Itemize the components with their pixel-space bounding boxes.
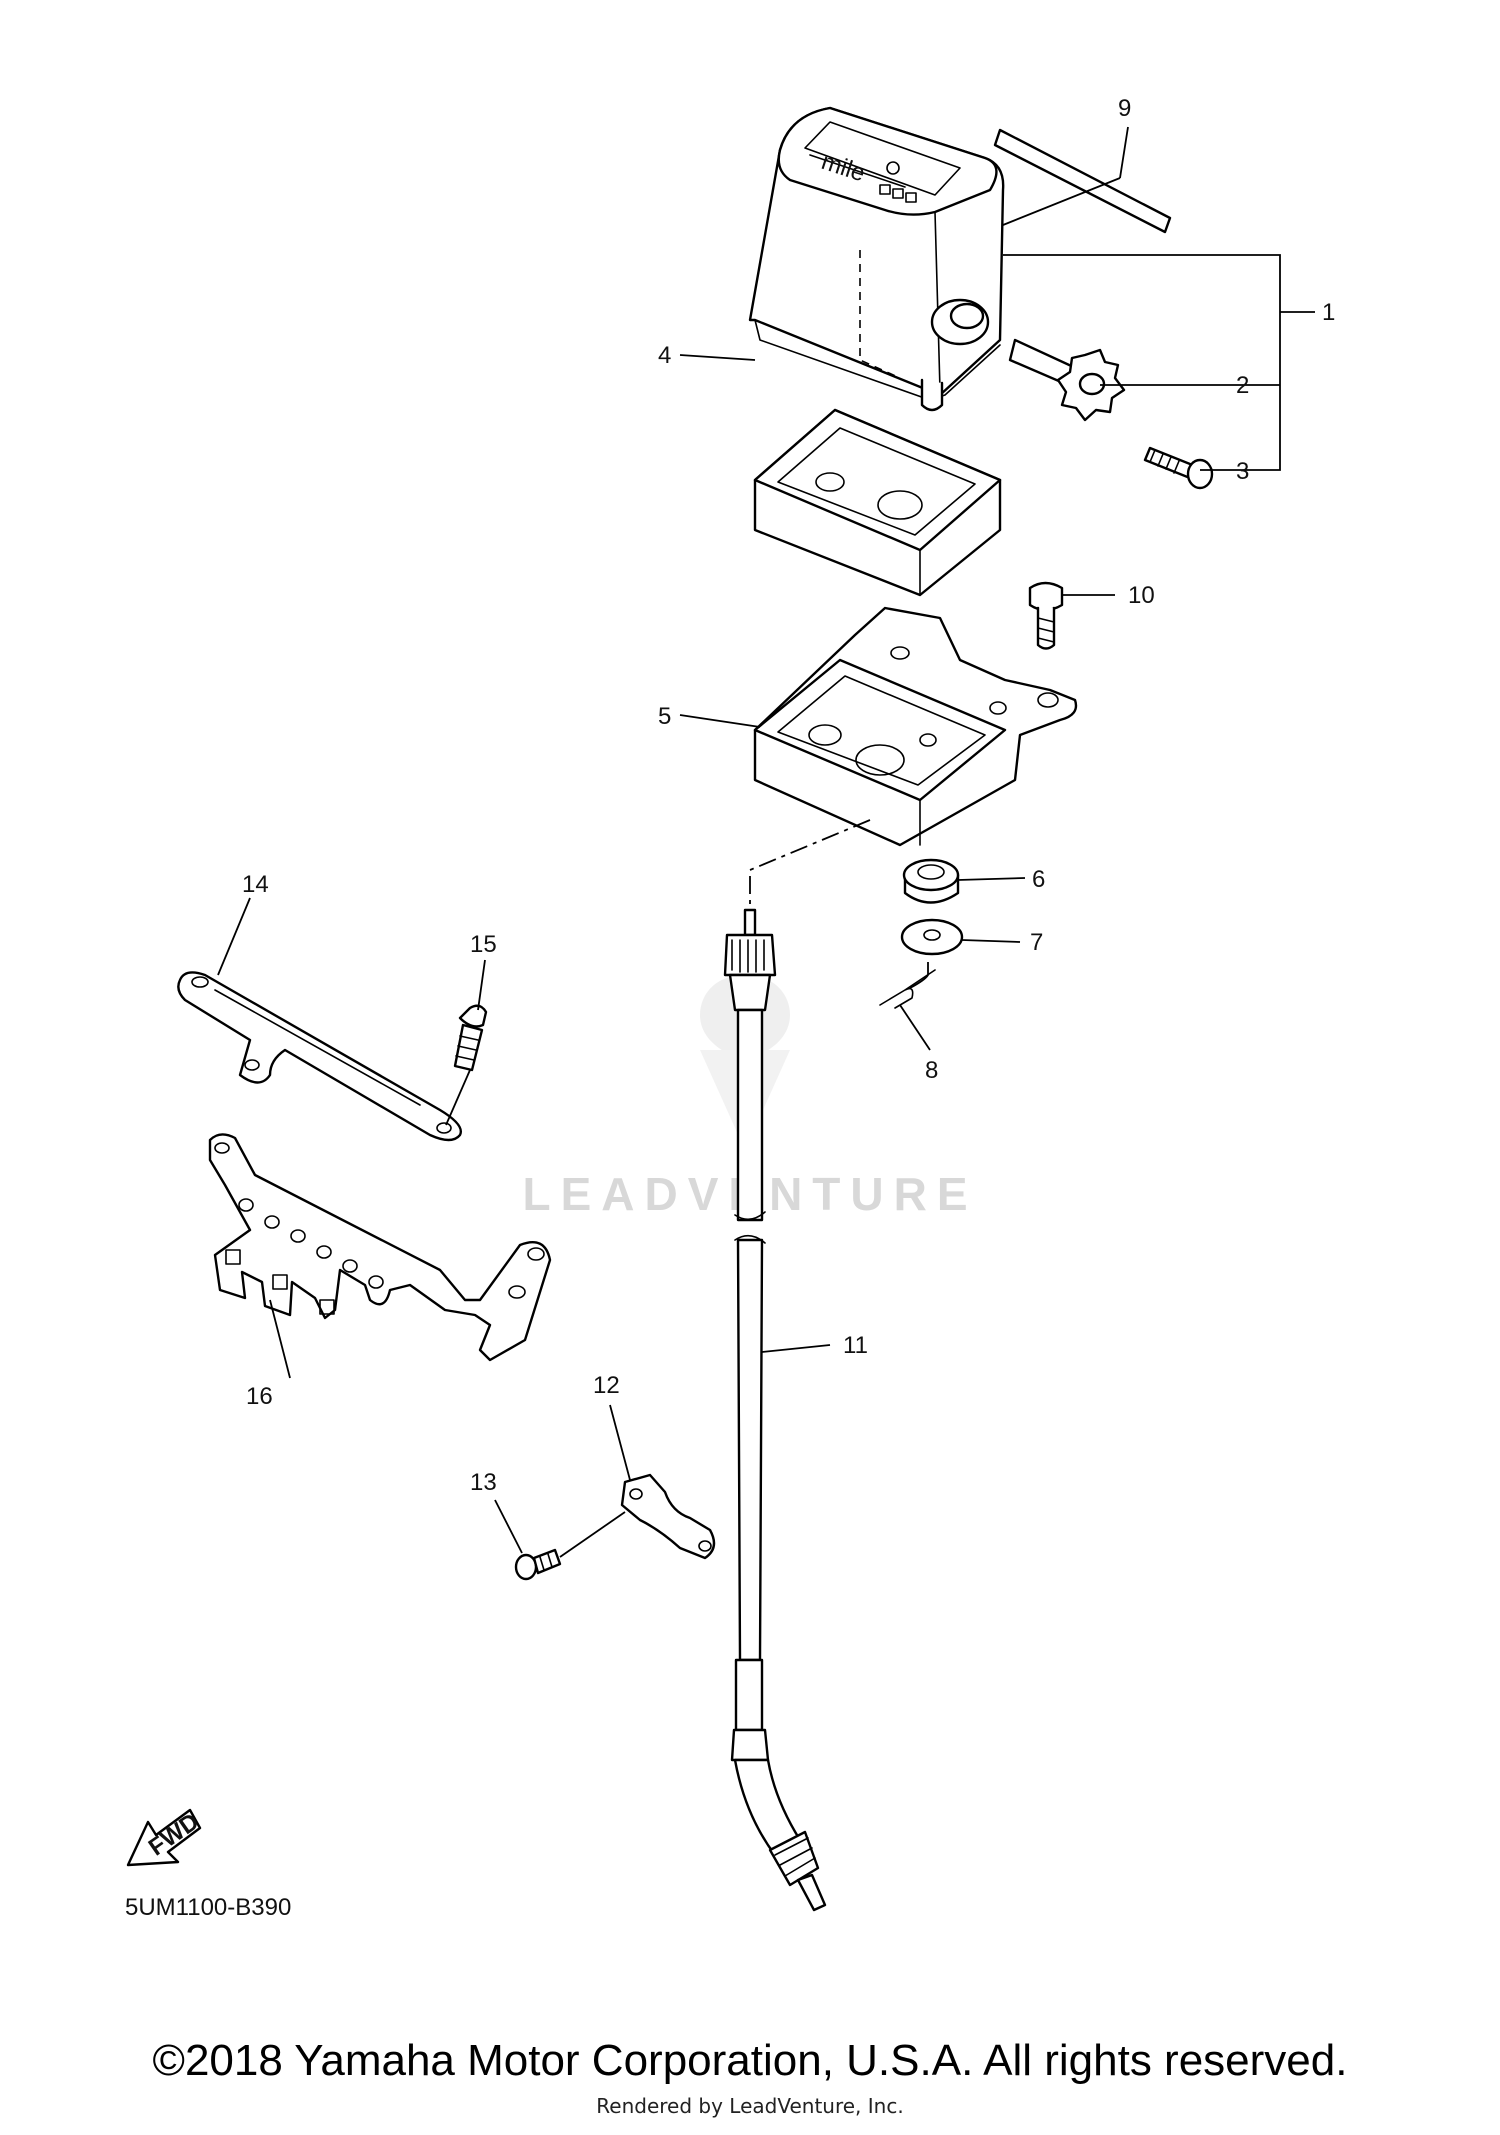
callout-16: 16 bbox=[246, 1383, 273, 1410]
copyright-notice: ©2018 Yamaha Motor Corporation, U.S.A. A… bbox=[152, 2036, 1348, 2085]
part-14-stay-bracket bbox=[177, 971, 462, 1142]
callout-15: 15 bbox=[470, 931, 497, 958]
part-2-gear bbox=[1008, 338, 1126, 422]
callout-9: 9 bbox=[1118, 95, 1131, 122]
part-8-clip bbox=[879, 969, 936, 1009]
callout-5: 5 bbox=[658, 703, 671, 730]
callout-8: 8 bbox=[925, 1057, 938, 1084]
callout-13: 13 bbox=[470, 1469, 497, 1496]
callout-7: 7 bbox=[1030, 929, 1043, 956]
callout-10: 10 bbox=[1128, 582, 1155, 609]
part-3-screw bbox=[1143, 446, 1214, 490]
part-4-rubber-boot bbox=[753, 408, 1002, 597]
part-10-bolt bbox=[1028, 581, 1064, 650]
callout-2: 2 bbox=[1236, 372, 1249, 399]
callout-6: 6 bbox=[1032, 866, 1045, 893]
part-11-meter-cable bbox=[723, 908, 827, 1912]
fwd-label: FWD bbox=[144, 1808, 204, 1861]
rendered-by-note: Rendered by LeadVenture, Inc. bbox=[596, 2094, 904, 2118]
callout-1: 1 bbox=[1322, 299, 1335, 326]
diagram-code: 5UM1100-B390 bbox=[125, 1894, 291, 1921]
part-9-lens-strip bbox=[993, 128, 1172, 234]
leader-lines bbox=[217, 126, 1315, 1558]
callout-14: 14 bbox=[242, 871, 269, 898]
part-16-mounting-bracket bbox=[208, 1133, 552, 1362]
fwd-arrow-icon: FWD bbox=[126, 1808, 204, 1867]
callout-11: 11 bbox=[843, 1332, 868, 1359]
part-13-screw bbox=[514, 1548, 562, 1581]
callout-3: 3 bbox=[1236, 458, 1249, 485]
callout-12: 12 bbox=[593, 1372, 620, 1399]
part-7-washer bbox=[900, 918, 964, 956]
part-5-bracket bbox=[753, 606, 1078, 847]
part-1-speedometer: mile bbox=[748, 106, 1005, 412]
callout-4: 4 bbox=[658, 342, 671, 369]
part-6-grommet bbox=[902, 858, 960, 904]
part-12-cable-clamp bbox=[620, 1473, 716, 1560]
part-15-bolt bbox=[453, 1004, 488, 1072]
